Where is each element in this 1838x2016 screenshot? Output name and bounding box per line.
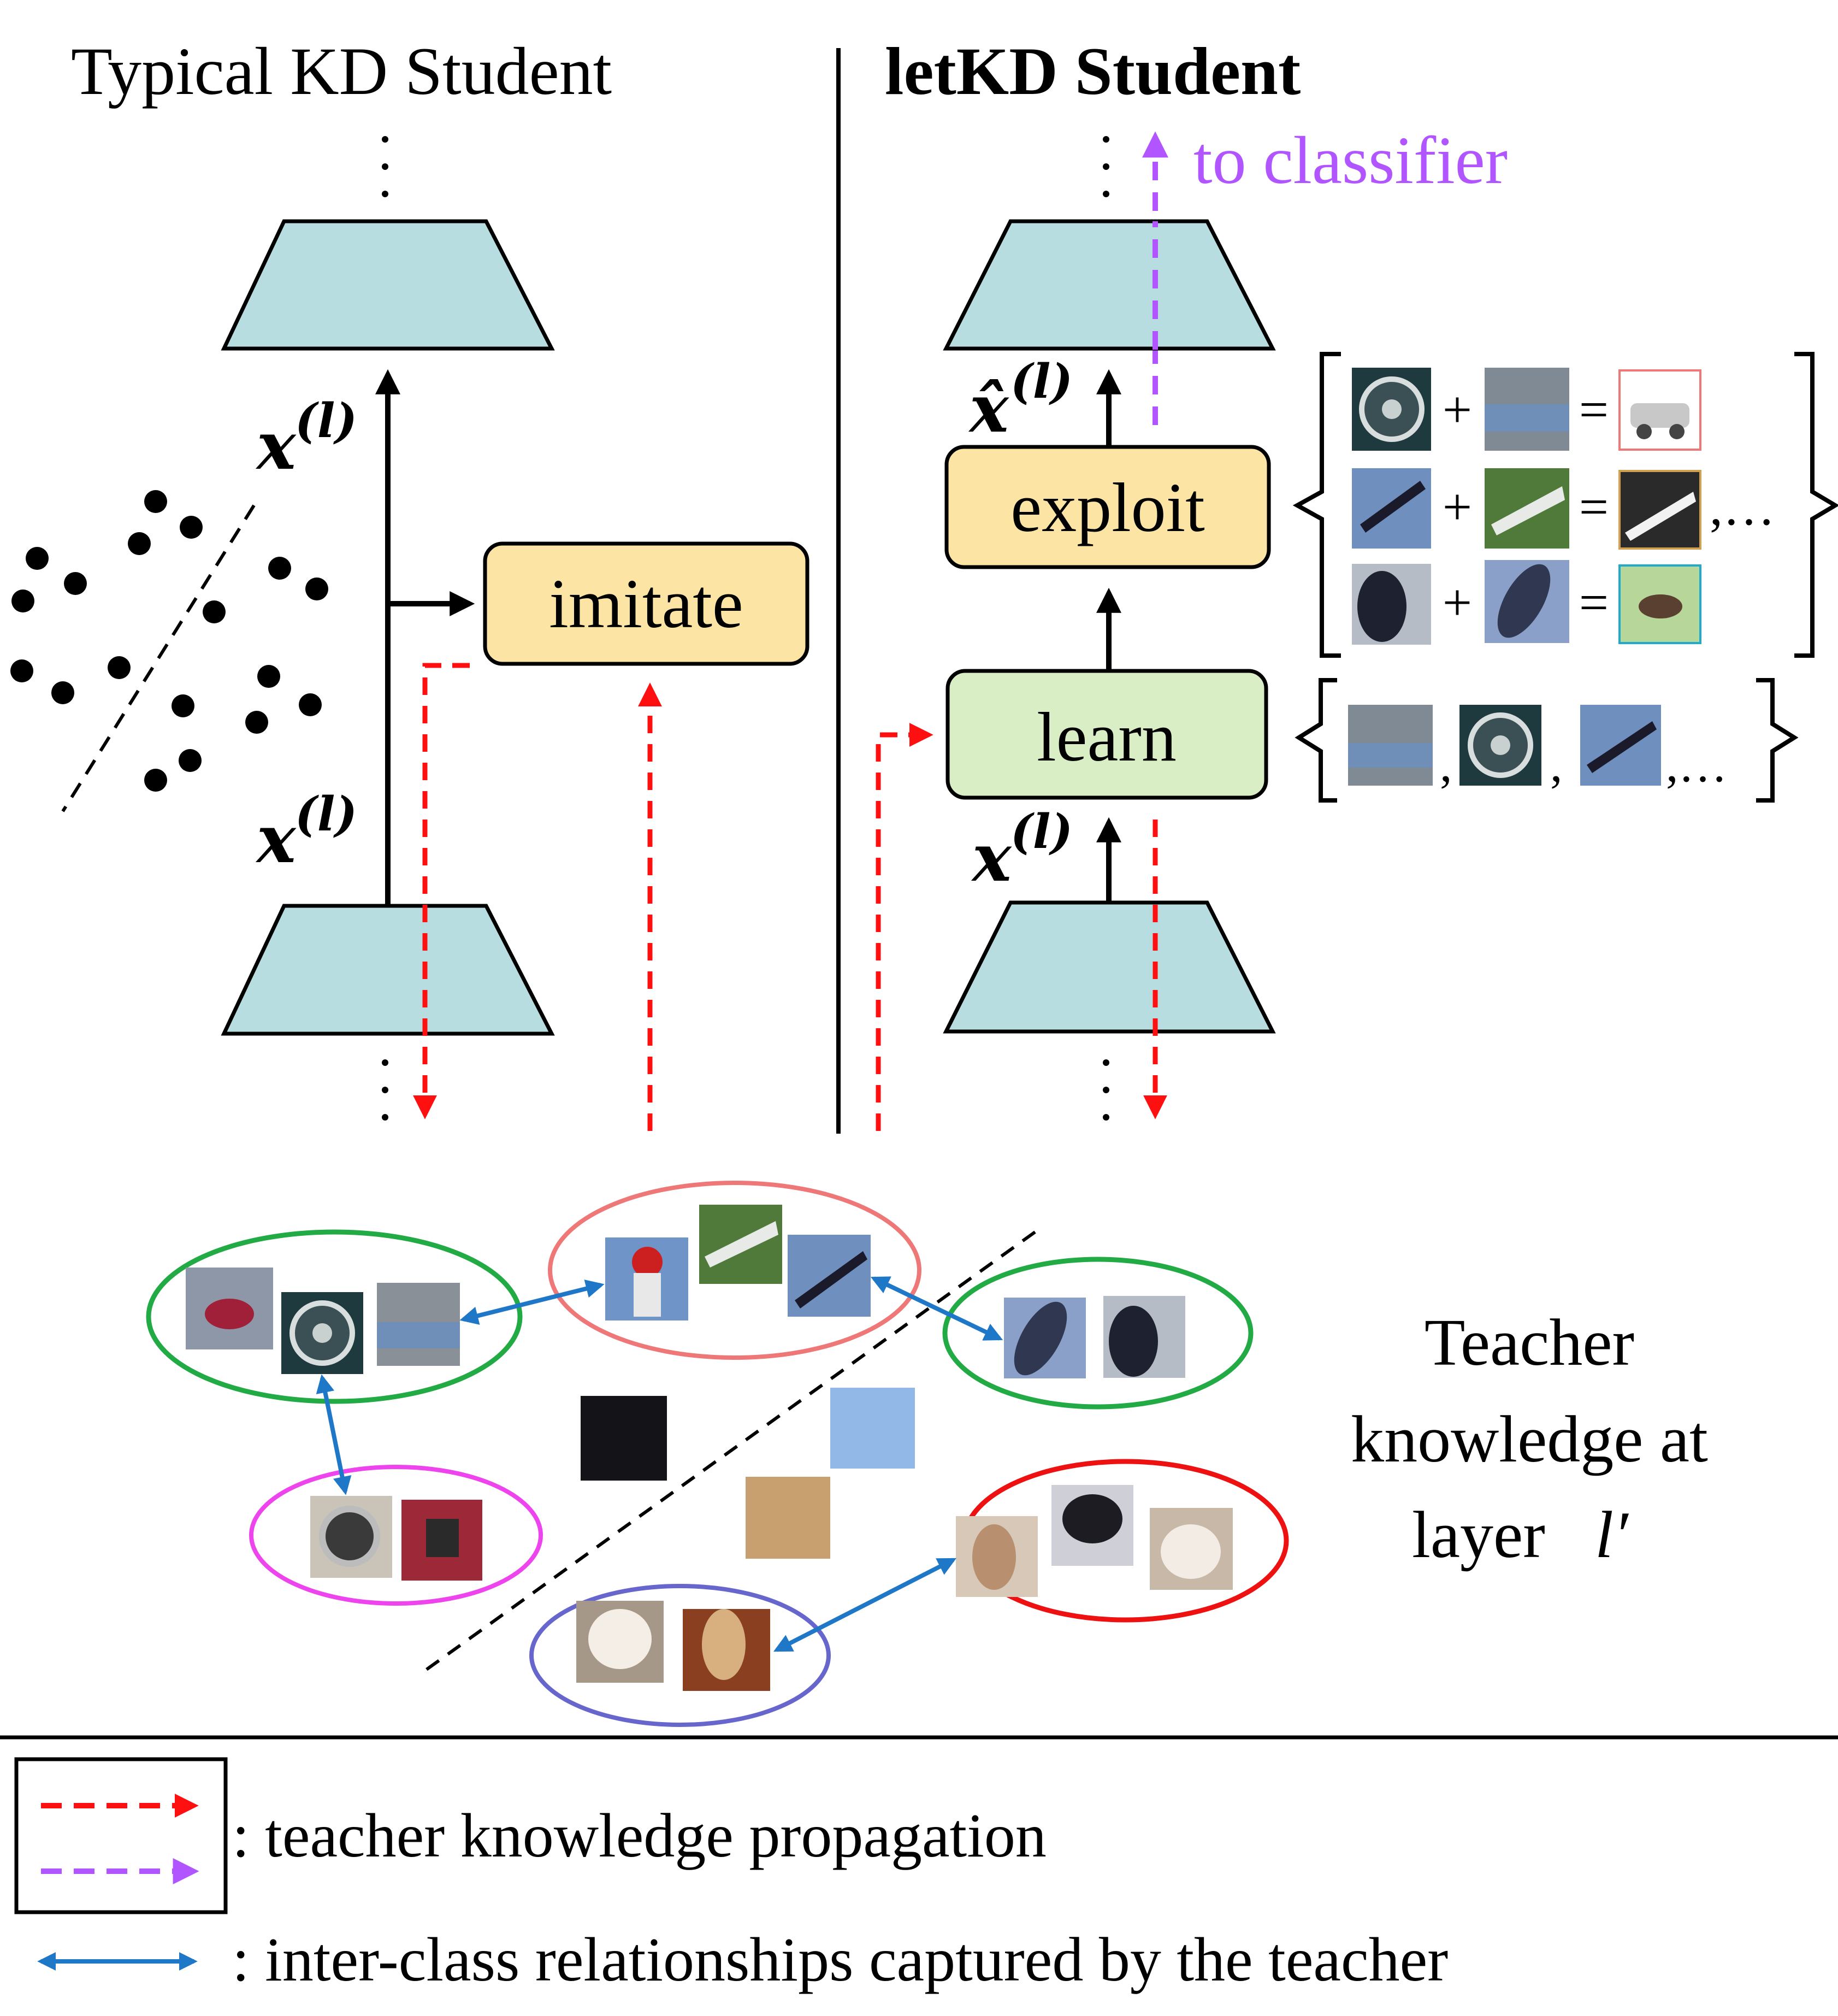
svg-text:+: +: [1443, 478, 1472, 536]
svg-text:x̂: x̂: [968, 370, 1009, 447]
left-top-ellipsis-dots: [382, 136, 388, 197]
learn-set: , , ,…: [1295, 678, 1799, 803]
svg-text:,: ,: [1550, 738, 1563, 792]
right-top-ellipsis-dots: [1103, 136, 1109, 197]
exploit-row-1: + =: [1352, 368, 1701, 451]
right-panel-title: letKD Student: [885, 34, 1301, 109]
right-red-propagation-up: [876, 723, 933, 1131]
legend-propagation-text: : teacher knowledge propagation: [232, 1801, 1047, 1870]
left-bottom-ellipsis-dots: [382, 1059, 388, 1121]
learn-label: learn: [1037, 698, 1177, 776]
teacher-caption-line2: knowledge at: [1351, 1402, 1708, 1476]
learn-box: [945, 669, 1268, 800]
feature-space-decision-boundary: [61, 504, 256, 812]
teacher-knowledge-space: [146, 1181, 1289, 1727]
imitate-label: imitate: [549, 565, 743, 642]
svg-text:=: =: [1579, 478, 1609, 536]
svg-text:(l): (l): [1010, 804, 1073, 859]
svg-text:,…: ,…: [1666, 738, 1728, 792]
left-panel-title: Typical KD Student: [71, 34, 612, 109]
exploit-set: + = + = ,… + =: [1292, 352, 1838, 658]
hat-feature-label: x̂ (l): [968, 354, 1073, 447]
svg-text:(l): (l): [1010, 354, 1073, 409]
svg-text:layer: layer: [1412, 1498, 1545, 1572]
legend-relationship-text: : inter-class relationships captured by …: [232, 1925, 1448, 1994]
svg-text:,: ,: [1440, 738, 1452, 792]
to-classifier-label: to classifier: [1193, 123, 1508, 198]
teacher-caption-line3: layer l′: [1412, 1498, 1629, 1572]
svg-text:l′: l′: [1595, 1498, 1629, 1572]
class-cluster-dog-violet: [529, 1584, 831, 1727]
teacher-caption-line1: Teacher: [1425, 1306, 1634, 1380]
class-cluster-airplane-pink: [548, 1181, 921, 1360]
svg-text:=: =: [1579, 573, 1609, 632]
exploit-row-2: + = ,…: [1352, 468, 1775, 550]
left-red-propagation-down: [413, 663, 470, 1119]
right-feature-label: x (l): [971, 804, 1073, 897]
svg-text:(l): (l): [295, 787, 357, 842]
svg-text:+: +: [1443, 573, 1472, 632]
left-upper-layer-block: [221, 219, 555, 351]
class-cluster-truck-magenta: [249, 1465, 543, 1606]
svg-text:x: x: [971, 820, 1012, 897]
svg-text:=: =: [1579, 380, 1609, 439]
left-feature-label-lower: x (l): [255, 787, 357, 878]
legend-arrow-box: [14, 1757, 228, 1914]
svg-text:x: x: [255, 801, 297, 878]
left-lower-layer-block: [221, 904, 555, 1036]
exploit-label: exploit: [1010, 469, 1205, 546]
feature-space-dots: [10, 490, 328, 792]
right-bottom-ellipsis-dots: [1103, 1059, 1109, 1121]
right-lower-layer-block: [943, 900, 1276, 1034]
svg-text:(l): (l): [295, 393, 357, 449]
left-feature-label-upper: x (l): [255, 393, 357, 485]
svg-text:x: x: [255, 408, 297, 485]
exploit-row-3: + =: [1352, 560, 1701, 645]
right-upper-layer-block: [943, 219, 1276, 351]
exploit-box: [944, 445, 1271, 569]
svg-text:+: +: [1443, 380, 1472, 439]
svg-text:,…: ,…: [1710, 478, 1775, 536]
imitate-box: [483, 541, 809, 666]
